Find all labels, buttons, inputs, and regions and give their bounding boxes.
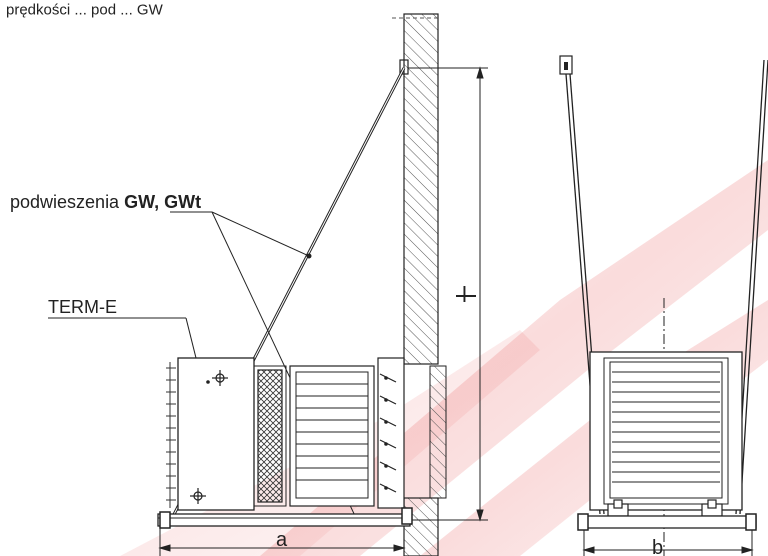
dim-label-a: a [276,529,288,551]
louvre-blades [379,373,397,493]
term-e-leader [185,317,197,359]
dim-label-l: l [462,282,467,307]
wall-lower [403,497,439,556]
wall-opening-edge [429,365,447,499]
term-e-fins [166,362,176,508]
base-rail [157,513,411,527]
front-anchor-left-pin [564,62,568,70]
dimension-a [158,526,406,556]
front-rail-end-right [745,513,757,531]
term-e-label: TERM-E [48,297,117,317]
wall-upper [403,13,439,365]
heater-inner-frame [295,371,369,499]
louvre-pivots [384,376,388,490]
crosshair-icon [190,488,206,504]
front-louvre-panel [609,361,723,499]
front-base-rail [579,515,757,529]
suspension-leader-1 [211,211,310,257]
heater-section [289,365,375,507]
rail-wall-bracket [401,507,413,525]
dim-label-b: b [652,537,663,556]
top-anchor [399,59,409,75]
crosshair-icon [212,370,228,386]
outlet-louvre [377,357,405,509]
front-rail-end-left [577,513,589,531]
rail-end-bracket [159,511,171,529]
suspension-label: podwieszenia GW, GWt [10,192,201,212]
front-cable-right-a [739,59,768,515]
dimension-l [408,66,488,522]
term-e-dot [206,380,210,384]
side-view: l a [48,13,488,556]
front-lamellas [612,371,720,483]
top-caption: prędkości ... pod ... GW [6,1,164,18]
filter-section [257,369,283,503]
front-clamps [607,499,723,517]
front-view: b [559,55,768,556]
term-e-unit [177,357,255,511]
filter-frame [253,365,287,507]
dimension-b [582,530,754,556]
heater-lamellas [296,383,368,481]
front-unit-frame [603,357,729,505]
